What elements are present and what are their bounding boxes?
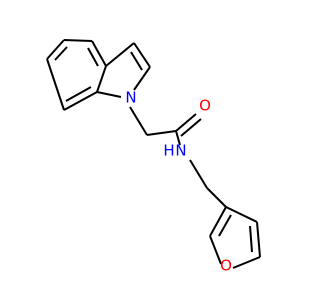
- bond-furan-3: [232, 256, 261, 269]
- furan-oxygen-label: O: [220, 257, 232, 275]
- bond-benzene-5-inner: [65, 86, 92, 102]
- bond-pyrrole-1: [105, 42, 135, 67]
- bond-benzene-1: [46, 39, 65, 60]
- bond-furan-1: [209, 206, 227, 237]
- bond-benzene-1-inner: [54, 46, 68, 61]
- bond-carbonyl-n: [175, 130, 181, 146]
- bond-benzene-4: [96, 65, 107, 93]
- bond-n-ch2-furan: [189, 159, 208, 189]
- bond-benzene-5: [63, 91, 98, 111]
- amide-nitrogen-label: N: [175, 142, 186, 160]
- bond-carbonyl-o-a: [175, 113, 197, 132]
- bond-lines: [46, 39, 261, 269]
- bond-benzene-3-inner: [87, 47, 99, 67]
- bond-benzene-6: [46, 58, 65, 111]
- bond-n-ch2: [129, 106, 148, 136]
- bond-carbonyl-o-b: [180, 118, 202, 137]
- bond-ch2-carbonyl: [146, 130, 177, 136]
- amide-hydrogen-label: H: [163, 142, 174, 160]
- bond-pyrrole-2: [133, 42, 151, 68]
- bond-furan-4: [256, 221, 261, 258]
- bond-pyrrole-3: [133, 66, 151, 91]
- bond-pyrrole-4: [96, 91, 122, 98]
- bond-benzene-3: [91, 40, 107, 67]
- indole-nitrogen-label: N: [125, 89, 136, 107]
- bond-ch2-furan: [206, 187, 227, 208]
- bond-furan-5: [225, 206, 258, 223]
- structure-canvas: N O N H O: [46, 39, 261, 275]
- bond-pyrrole-2-inner: [130, 51, 143, 71]
- bond-furan-4-inner: [249, 225, 253, 253]
- bond-benzene-2: [63, 39, 93, 42]
- molecule-diagram: N O N H O: [46, 39, 261, 275]
- carbonyl-oxygen-label: O: [199, 97, 211, 115]
- bond-furan-1-inner: [218, 214, 232, 237]
- bond-furan-2: [209, 235, 222, 265]
